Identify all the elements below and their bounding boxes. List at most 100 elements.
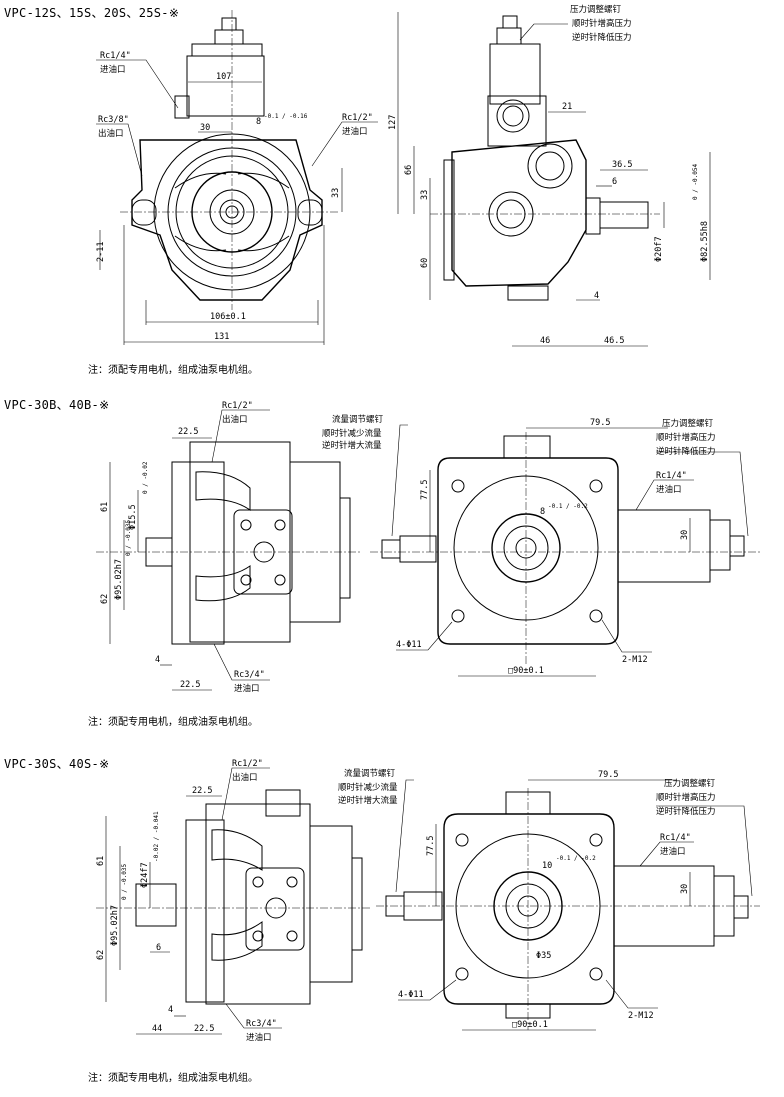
s3-pressure-line2: 逆时针降低压力	[656, 806, 716, 817]
s3-dim-2m12: 2-M12	[628, 1011, 654, 1021]
s3-front-view: 流量调节螺钉 顺时针减少流量 逆时针增大流量 79.5 压力调整螺钉 顺时针增高…	[338, 768, 760, 1031]
s1-dim-33b: 33	[420, 190, 430, 200]
s1-port-rc38: Rc3/8"	[98, 115, 129, 125]
s3-dim-10-tol: -0.1 / -0.2	[556, 855, 596, 862]
s2-port-rc12: Rc1/2"	[222, 401, 253, 411]
s3-side-view: Rc1/2" 出油口 22.5 61 62 Φ95.02h7 0 / -0.03…	[96, 759, 370, 1043]
s3-flow-line1: 顺时针减少流量	[338, 782, 398, 793]
section-2-title: VPC-30B、40B-※	[4, 398, 110, 412]
s2-side-view: Rc1/2" 出油口 22.5 61 62 Φ15.5 0 / -0.02 Φ9…	[96, 401, 360, 694]
s2-dim-2m12: 2-M12	[622, 655, 648, 665]
s2-dim-30: 30	[680, 530, 690, 540]
s3-dim-22-5: 22.5	[192, 786, 212, 796]
s1-pressure-line1: 顺时针增高压力	[572, 18, 632, 29]
s3-dim-phi24-tol: -0.02 / -0.041	[153, 811, 160, 862]
s2-pressure-line1: 顺时针增高压力	[656, 432, 716, 443]
s1-dim-131: 131	[214, 332, 229, 342]
s3-flow-title: 流量调节螺钉	[344, 768, 396, 779]
s3-dim-6: 6	[156, 943, 161, 953]
section-2-note: 注：须配专用电机，组成油泵电机组。	[88, 717, 258, 728]
s2-flow-line2: 逆时针增大流量	[322, 440, 382, 451]
section-1-title: VPC-12S、15S、20S、25S-※	[4, 6, 180, 20]
s2-port-rc34: Rc3/4"	[234, 670, 265, 680]
s1-dim-4: 4	[594, 291, 599, 301]
s2-front-view: 流量调节螺钉 顺时针减少流量 逆时针增大流量 79.5 压力调整螺钉 顺时针增高…	[322, 414, 760, 677]
s2-dim-4: 4	[155, 655, 160, 665]
s2-dim-77-5: 77.5	[420, 480, 430, 500]
s2-dim-22-5b: 22.5	[180, 680, 200, 690]
s3-port-rc12: Rc1/2"	[232, 759, 263, 769]
s2-dim-8-tol: -0.1 / -0.2	[548, 503, 588, 510]
s3-dim-90: □90±0.1	[512, 1020, 548, 1030]
s3-flow-line2: 逆时针增大流量	[338, 795, 398, 806]
s3-port-rc34: Rc3/4"	[246, 1019, 277, 1029]
s3-dim-phi95-tol: 0 / -0.035	[121, 863, 128, 900]
s1-dim-60: 60	[420, 258, 430, 268]
s1-dim-2-11: 2-11	[96, 242, 106, 262]
s3-dim-79-5: 79.5	[598, 770, 618, 780]
section-3-title: VPC-30S、40S-※	[4, 757, 110, 771]
s1-port-rc12: Rc1/2"	[342, 113, 373, 123]
s2-port-rc14-desc: 进油口	[656, 484, 682, 495]
s3-dim-62: 62	[96, 950, 106, 960]
s1-dim-phi82-tol: 0 / -0.054	[692, 163, 699, 200]
s2-flow-line1: 顺时针减少流量	[322, 428, 382, 439]
s3-dim-phi24: Φ24f7	[140, 862, 150, 888]
s2-dim-phi95-tol: 0 / -0.035	[125, 519, 132, 556]
s1-port-rc14: Rc1/4"	[100, 51, 131, 61]
s1-pressure-title: 压力调整螺钉	[570, 4, 622, 15]
s3-port-rc34-desc: 进油口	[246, 1032, 272, 1043]
s2-dim-22-5: 22.5	[178, 427, 198, 437]
s1-dim-127: 127	[388, 115, 398, 130]
s1-dim-phi20: Φ20f7	[654, 236, 664, 262]
s3-dim-10: 10	[542, 861, 552, 871]
s2-flow-title: 流量调节螺钉	[332, 414, 384, 425]
section-3-note: 注：须配专用电机，组成油泵电机组。	[88, 1073, 258, 1084]
s2-dim-8: 8	[540, 507, 545, 517]
s2-port-rc34-desc: 进油口	[234, 683, 260, 694]
s1-port-rc12-desc: 进油口	[342, 126, 368, 137]
s1-port-rc38-desc: 出油口	[98, 128, 124, 139]
s2-dim-79-5: 79.5	[590, 418, 610, 428]
s3-dim-4phi11: 4-Φ11	[398, 990, 424, 1000]
s3-port-rc12-desc: 出油口	[232, 772, 258, 783]
s2-dim-61: 61	[100, 502, 110, 512]
s2-dim-90: □90±0.1	[508, 666, 544, 676]
s3-dim-30: 30	[680, 884, 690, 894]
s3-dim-61: 61	[96, 856, 106, 866]
s1-dim-8: 8	[256, 117, 261, 127]
s2-dim-phi95: Φ95.02h7	[114, 559, 124, 600]
s1-dim-46: 46	[540, 336, 550, 346]
s2-port-rc12-desc: 出油口	[222, 414, 248, 425]
s1-dim-46-5: 46.5	[604, 336, 624, 346]
s3-dim-44: 44	[152, 1024, 162, 1034]
s3-pressure-line1: 顺时针增高压力	[656, 792, 716, 803]
s1-dim-33: 33	[331, 188, 341, 198]
s2-pressure-title: 压力调整螺钉	[662, 418, 714, 429]
s1-dim-21: 21	[562, 102, 572, 112]
s3-dim-22-5b: 22.5	[194, 1024, 214, 1034]
s3-dim-phi35: Φ35	[536, 951, 551, 961]
s2-pressure-line2: 逆时针降低压力	[656, 446, 716, 457]
s1-dim-30: 30	[200, 123, 210, 133]
s2-dim-4phi11: 4-Φ11	[396, 640, 422, 650]
s1-dim-106: 106±0.1	[210, 312, 246, 322]
s3-dim-phi95: Φ95.02h7	[110, 905, 120, 946]
s1-dim-107: 107	[216, 72, 231, 82]
s1-front-view: 107 30 8 -0.1 / -0.16 2-11 33 106±0.1 13…	[96, 10, 378, 345]
s2-port-rc14: Rc1/4"	[656, 471, 687, 481]
s2-dim-phi15-tol: 0 / -0.02	[142, 461, 149, 494]
s2-dim-phi15: Φ15.5	[128, 504, 138, 530]
s3-pressure-title: 压力调整螺钉	[664, 778, 716, 789]
section-1-note: 注：须配专用电机，组成油泵电机组。	[88, 365, 258, 376]
s3-port-rc14-desc: 进油口	[660, 846, 686, 857]
s1-dim-36-5: 36.5	[612, 160, 632, 170]
s1-pressure-line2: 逆时针降低压力	[572, 32, 632, 43]
s2-dim-62: 62	[100, 594, 110, 604]
s3-dim-77-5: 77.5	[426, 836, 436, 856]
s1-dim-66: 66	[404, 165, 414, 175]
s1-dim-6: 6	[612, 177, 617, 187]
s1-dim-8-tol: -0.1 / -0.16	[264, 113, 308, 120]
s3-port-rc14: Rc1/4"	[660, 833, 691, 843]
